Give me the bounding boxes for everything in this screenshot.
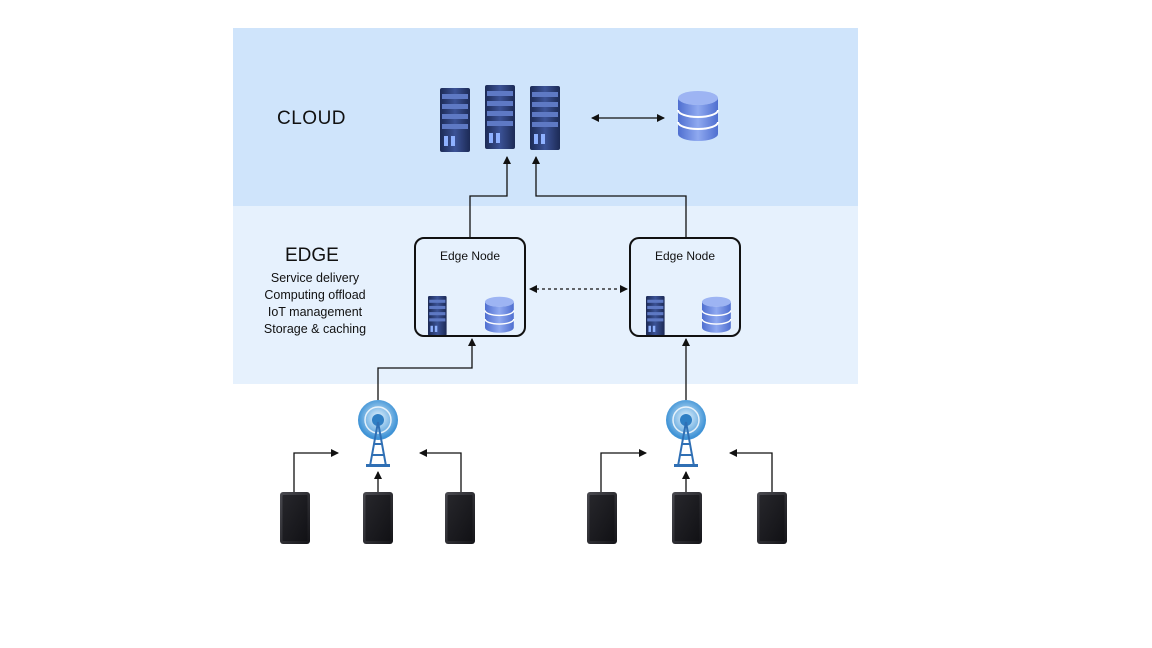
device-to-tower-arrow xyxy=(729,449,773,492)
edge-service-item: Service delivery xyxy=(270,271,360,285)
edge1-to-cloud-arrow xyxy=(469,156,511,237)
edge-service-item: Storage & caching xyxy=(263,322,367,336)
cloud-server-icon xyxy=(485,85,515,149)
mobile-device-icon xyxy=(672,492,702,544)
edge-service-item: IoT management xyxy=(267,305,363,319)
device-to-tower-arrow xyxy=(419,449,462,492)
mobile-device-icon xyxy=(757,492,787,544)
cell-tower-icon xyxy=(665,399,707,468)
cloud-server-icon xyxy=(440,88,470,152)
edge-node-box: Edge Node xyxy=(629,237,741,337)
cloud-title: CLOUD xyxy=(277,108,347,129)
edge-title: EDGE xyxy=(285,245,339,266)
edge-node-box: Edge Node xyxy=(414,237,526,337)
device-to-tower-arrow xyxy=(293,449,339,492)
device-to-tower-arrow xyxy=(600,449,647,492)
tower1-to-edge-arrow xyxy=(377,338,476,400)
edge-node-label: Edge Node xyxy=(439,249,501,263)
edge-service-item: Computing offload xyxy=(264,288,366,302)
edge-services-list: Service delivery Computing offload IoT m… xyxy=(250,270,380,338)
mobile-device-icon xyxy=(445,492,475,544)
mobile-device-icon xyxy=(587,492,617,544)
edge-layer xyxy=(233,206,858,384)
cloud-database-icon xyxy=(677,90,719,142)
mobile-device-icon xyxy=(363,492,393,544)
edge-node-label: Edge Node xyxy=(654,249,716,263)
edge2-to-cloud-arrow xyxy=(532,156,687,237)
cloud-server-icon xyxy=(530,86,560,150)
cell-tower-icon xyxy=(357,399,399,468)
mobile-device-icon xyxy=(280,492,310,544)
